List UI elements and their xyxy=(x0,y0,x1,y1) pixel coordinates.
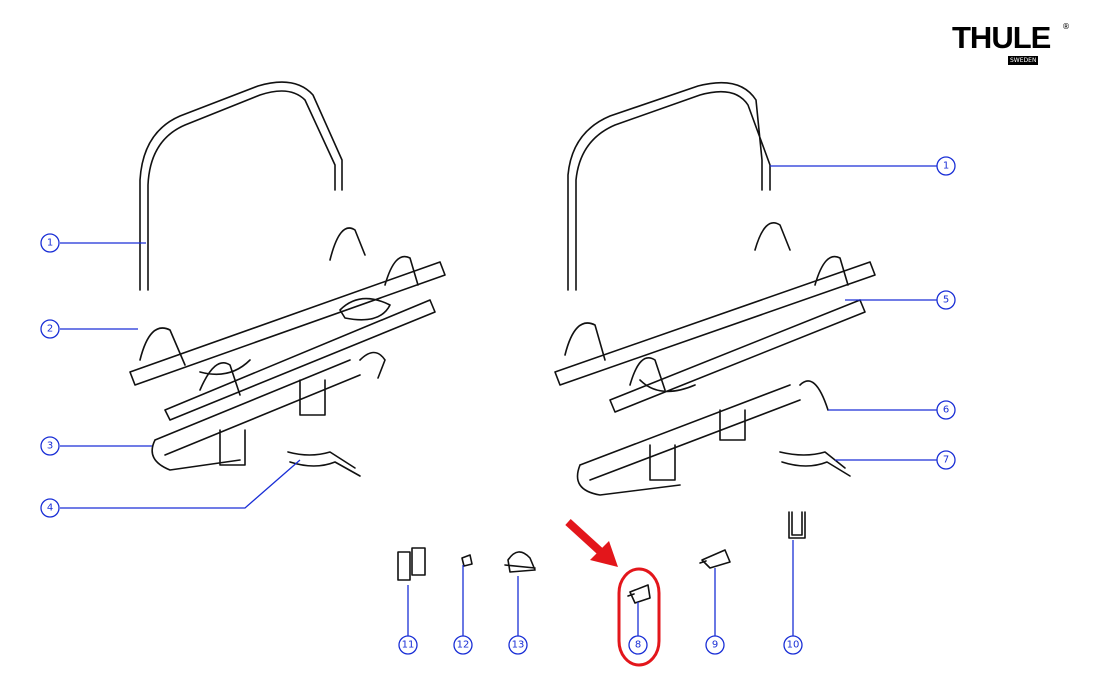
logo-subtext: SWEDEN xyxy=(1008,56,1039,65)
svg-text:4: 4 xyxy=(47,503,53,514)
callout-8: 8 xyxy=(628,635,648,655)
callout-left-4: 4 xyxy=(40,498,60,518)
callout-13: 13 xyxy=(508,635,528,655)
right-wheel-rail-assembly xyxy=(554,222,876,413)
red-arrow-icon xyxy=(565,519,618,567)
svg-text:8: 8 xyxy=(635,640,641,651)
leader-lines xyxy=(60,165,938,637)
svg-text:6: 6 xyxy=(943,405,949,416)
logo-wordmark: THULE xyxy=(952,20,1051,55)
callout-9: 9 xyxy=(705,635,725,655)
svg-text:7: 7 xyxy=(943,455,949,466)
left-assembly xyxy=(129,81,446,477)
callout-12: 12 xyxy=(453,635,473,655)
svg-text:11: 11 xyxy=(402,640,415,651)
callout-11: 11 xyxy=(398,635,418,655)
callout-right-5: 5 xyxy=(936,290,956,310)
callout-right-7: 7 xyxy=(936,450,956,470)
svg-text:12: 12 xyxy=(457,640,470,651)
svg-text:9: 9 xyxy=(712,640,718,651)
callout-left-2: 2 xyxy=(40,319,60,339)
left-straps xyxy=(287,451,361,477)
part-8-bracket xyxy=(627,584,651,604)
right-base-frame xyxy=(576,380,829,496)
svg-text:1: 1 xyxy=(47,238,53,249)
right-bike-frame-arch xyxy=(567,81,771,291)
left-wheel-rail-assembly xyxy=(129,227,446,421)
registered-mark: ® xyxy=(1062,22,1070,31)
callout-right-1: 1 xyxy=(936,156,956,176)
right-straps xyxy=(779,451,851,477)
right-assembly xyxy=(554,81,876,496)
left-bike-frame-arch xyxy=(139,81,343,291)
callout-left-1: 1 xyxy=(40,233,60,253)
svg-text:13: 13 xyxy=(512,640,525,651)
svg-text:5: 5 xyxy=(943,295,949,306)
callout-left-3: 3 xyxy=(40,436,60,456)
part-9-bracket xyxy=(699,549,731,569)
callout-10: 10 xyxy=(783,635,803,655)
left-base-frame xyxy=(151,351,386,471)
svg-text:3: 3 xyxy=(47,441,53,452)
part-11-clip xyxy=(397,547,426,581)
svg-text:1: 1 xyxy=(943,161,949,172)
part-12-cap xyxy=(461,554,473,567)
part-10-u-bracket xyxy=(788,511,806,539)
thule-logo: THULE SWEDEN ® xyxy=(952,22,1082,70)
callout-right-6: 6 xyxy=(936,400,956,420)
part-13-holder xyxy=(504,551,536,573)
svg-text:10: 10 xyxy=(787,640,800,651)
svg-text:2: 2 xyxy=(47,324,53,335)
highlight-ring-part-8 xyxy=(617,567,661,667)
